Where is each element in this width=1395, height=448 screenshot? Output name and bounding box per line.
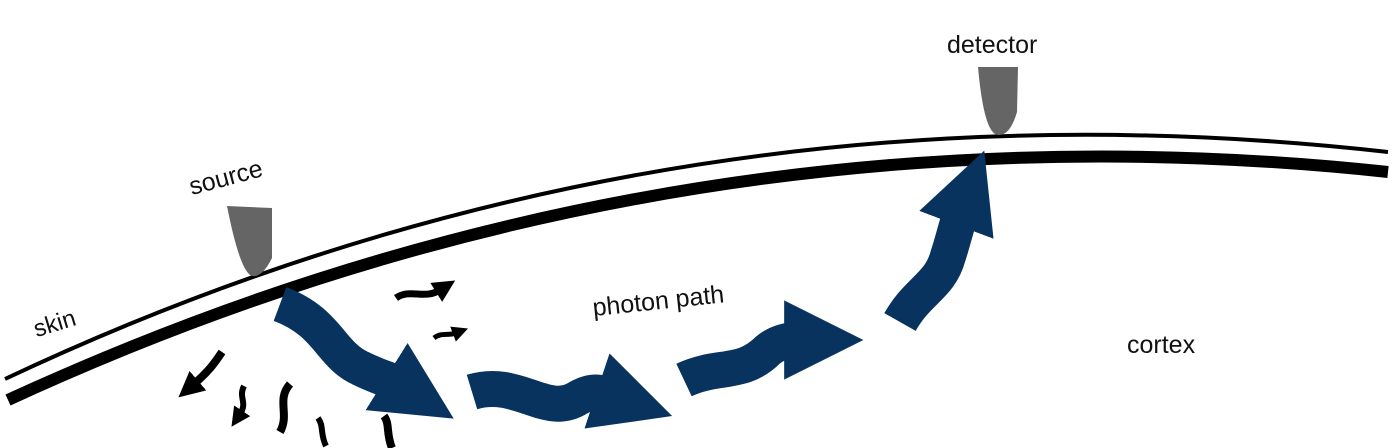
photon-path-arrows (272, 150, 994, 429)
skin-inner-layer (5, 150, 1389, 406)
cortex-label: cortex (1127, 331, 1196, 359)
scatter-arrow-7 (380, 413, 396, 448)
photon-arrow-4 (884, 150, 994, 332)
scatter-arrow-3 (178, 349, 226, 398)
scatter-arrow-6 (315, 416, 329, 448)
skin-outer-line (4, 132, 1389, 381)
detector-label: detector (947, 31, 1038, 59)
scatter-arrow-1 (393, 280, 456, 302)
photon-arrow-2 (466, 353, 673, 429)
scatter-arrows (178, 280, 468, 448)
scatter-arrow-5 (276, 381, 294, 434)
scatter-arrow-2 (432, 326, 468, 342)
scatter-arrow-4 (231, 384, 251, 427)
photon-arrow-3 (676, 300, 864, 397)
source-optode-icon (227, 206, 272, 277)
photon-arrow-1 (272, 287, 454, 419)
detector-optode-icon (978, 67, 1018, 136)
